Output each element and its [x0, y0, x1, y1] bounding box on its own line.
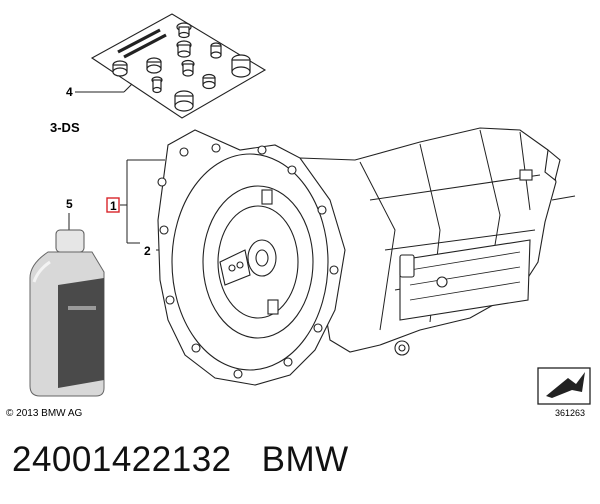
callout-5: 5	[66, 197, 73, 211]
kit-card-outline	[90, 13, 267, 119]
kit-rod-2	[123, 33, 167, 59]
variant-label: 3-DS	[50, 120, 80, 135]
converter-hub	[219, 239, 277, 286]
direction-arrow-icon	[537, 367, 591, 405]
copyright-text: © 2013 BMW AG	[6, 408, 83, 419]
callout-4: 4	[66, 85, 73, 99]
transmission-assembly	[157, 127, 576, 386]
kit-nut-2	[146, 57, 162, 74]
electrical-connector	[399, 254, 415, 278]
oil-bottle	[29, 213, 105, 397]
diagram-number: 361263	[555, 408, 585, 418]
kit-bolt-4	[181, 59, 195, 77]
callout-1-highlight-box	[106, 197, 120, 213]
kit-bolt-3	[210, 42, 222, 59]
kit-nut-1	[112, 60, 128, 77]
callout-1: 1	[110, 199, 117, 213]
case-boss	[519, 169, 533, 181]
part-footer: 24001422132 BMW	[12, 440, 349, 480]
brand-name: BMW	[261, 440, 349, 479]
kit-bolt-2	[176, 40, 192, 58]
oil-pan	[399, 239, 531, 321]
bottle-label-stripe	[68, 306, 96, 310]
output-flange	[544, 148, 561, 181]
vent-pipe	[551, 195, 576, 201]
diagram-canvas: 4 3-DS 5 1 2	[6, 13, 591, 419]
kit-bolt-5	[151, 76, 163, 94]
kit-nut-3	[202, 73, 216, 90]
bottle-cap	[55, 229, 85, 253]
callout-1-bracket	[120, 159, 165, 244]
kit-bolt-1	[176, 22, 192, 39]
flange-bolt-holes	[157, 143, 339, 379]
small-parts-kit	[75, 13, 267, 119]
callout-2: 2	[144, 244, 151, 258]
kit-cap-2	[174, 90, 194, 112]
fill-plug	[394, 340, 410, 356]
part-number: 24001422132	[12, 440, 232, 479]
pan-drain-plug	[436, 276, 448, 288]
kit-cap-1	[231, 54, 251, 78]
kit-rod-1	[117, 28, 161, 54]
bottle-label	[58, 278, 104, 388]
leader-line-4b	[123, 83, 133, 93]
